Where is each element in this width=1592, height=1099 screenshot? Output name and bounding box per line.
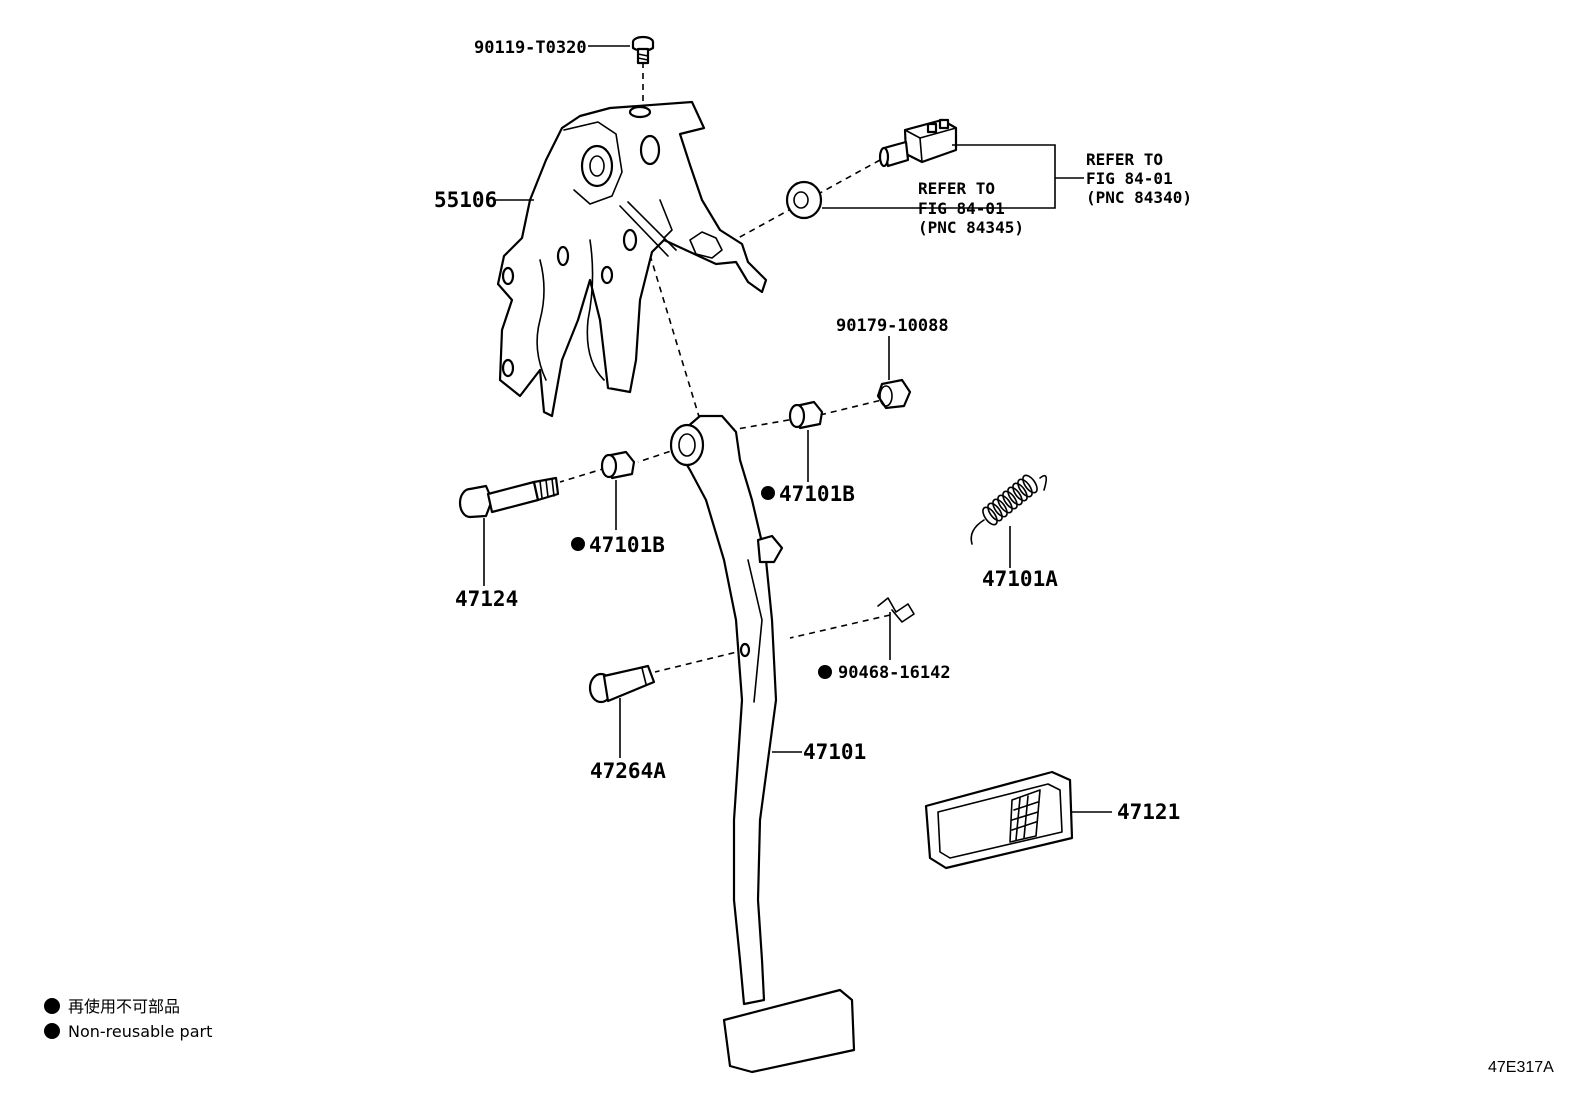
bush-right xyxy=(788,400,824,430)
label-pivot-bolt: 47124 xyxy=(455,587,518,611)
figure-code: 47E317A xyxy=(1488,1059,1554,1076)
label-refer-b-line2: FIG 84-01 xyxy=(1086,169,1173,188)
legend-text-jp: 再使用不可部品 xyxy=(68,997,180,1016)
legend: 再使用不可部品 Non-reusable part xyxy=(44,997,212,1041)
label-refer-b-line3: (PNC 84340) xyxy=(1086,188,1192,207)
pivot-bolt xyxy=(458,476,560,519)
part-labels: 90119-T0320 55106 REFER TO FIG 84-01 (PN… xyxy=(434,38,1192,824)
label-refer-b-line1: REFER TO xyxy=(1086,150,1163,169)
label-pin: 47264A xyxy=(590,759,666,783)
legend-dot xyxy=(44,1023,60,1039)
legend-text-en: Non-reusable part xyxy=(68,1022,212,1041)
label-refer-a-line2: FIG 84-01 xyxy=(918,199,1005,218)
switch-cushion xyxy=(785,180,823,220)
label-refer-a-line3: (PNC 84345) xyxy=(918,218,1024,237)
label-refer-a-line1: REFER TO xyxy=(918,179,995,198)
non-reusable-dot xyxy=(571,537,585,551)
non-reusable-dot xyxy=(761,486,775,500)
pedal-arm xyxy=(669,414,856,1074)
legend-dot xyxy=(44,998,60,1014)
label-top-bolt: 90119-T0320 xyxy=(474,38,587,58)
leader-lines xyxy=(483,45,1112,813)
clevis-pin xyxy=(588,664,656,704)
label-clip: 90468-16142 xyxy=(838,663,951,683)
label-spring: 47101A xyxy=(982,567,1058,591)
non-reusable-dot xyxy=(818,665,832,679)
label-bush-right: 47101B xyxy=(779,482,855,506)
label-bush-left: 47101B xyxy=(589,533,665,557)
stop-light-switch xyxy=(878,118,958,168)
label-bracket: 55106 xyxy=(434,188,497,212)
pedal-bracket xyxy=(496,100,768,418)
pedal-pad xyxy=(924,770,1074,870)
label-pedal-arm: 47101 xyxy=(803,740,866,764)
label-pad: 47121 xyxy=(1117,800,1180,824)
bush-left xyxy=(600,450,636,480)
top-bolt xyxy=(631,35,655,65)
retaining-clip xyxy=(877,597,915,623)
return-spring xyxy=(970,474,1048,545)
label-cushion: 90179-10088 xyxy=(836,316,949,336)
pedal-cushion xyxy=(876,378,912,410)
